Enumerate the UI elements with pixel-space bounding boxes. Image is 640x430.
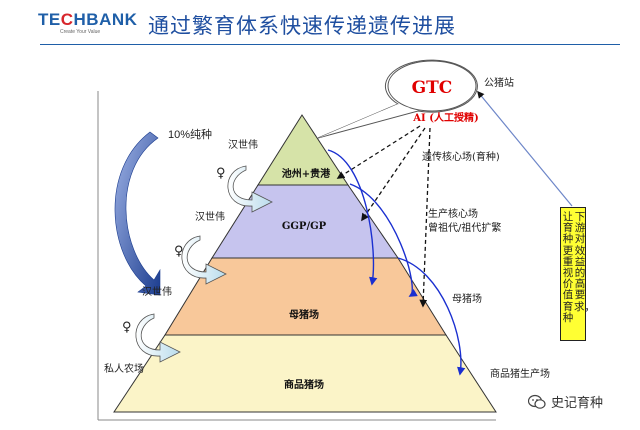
logo-text-post: HBANK — [73, 10, 138, 29]
curl-arrow-1 — [227, 165, 273, 213]
pyramid-label-sow: 母猪场 — [289, 308, 319, 321]
techbank-logo: TECHBANK — [38, 10, 137, 30]
blue-arrow-1 — [327, 149, 378, 286]
watermark: 史记育种 — [528, 392, 603, 411]
box-arrow-to-boar-station — [477, 90, 573, 207]
logo-tagline: Create Your Value — [60, 29, 101, 35]
pure-breed-label: 10%纯种 — [168, 129, 213, 141]
logo-text-pre: TE — [38, 10, 61, 29]
sow-farm-label: 母猪场 — [452, 294, 482, 305]
big-blue-curve-arrow — [114, 131, 161, 296]
page-title: 通过繁育体系快速传递遗传进展 — [148, 14, 456, 38]
breed-label-3: 汉世伟 — [142, 287, 172, 298]
pyramid-label-commercial: 商品猪场 — [284, 378, 324, 391]
female-symbol-2: ♀ — [174, 244, 184, 259]
title-rule — [40, 44, 620, 45]
box-column-left: 让育种更重视价值育种 — [562, 211, 574, 324]
ai-arrow-to-ggp — [361, 127, 426, 222]
blue-arrow-2 — [349, 183, 418, 297]
curl-arrow-2 — [181, 235, 227, 285]
curl-arrow-3 — [135, 313, 181, 363]
wechat-icon — [528, 394, 546, 409]
female-symbol-3: ♀ — [122, 320, 132, 335]
logo-text-accent: C — [60, 10, 74, 29]
boar-station-label: 公猪站 — [484, 78, 514, 89]
ai-arrow-to-top — [336, 125, 421, 179]
pyramid-level-commercial — [113, 334, 497, 413]
ai-arrow-to-sow — [419, 127, 431, 308]
gtc-bubble-ellipse — [387, 60, 477, 112]
multiplier-label: 曾祖代/祖代扩繁 — [428, 223, 502, 234]
pyramid-label-ggp: GGP/GP — [282, 221, 327, 232]
downstream-demand-box: 让育种更重视价值育种 下游对效益的高要求， — [560, 207, 595, 341]
commercial-farm-label: 商品猪生产场 — [490, 369, 550, 380]
watermark-text: 史记育种 — [551, 396, 604, 411]
breed-label-2: 汉世伟 — [195, 212, 225, 223]
pyramid-label-top: 池州+贵港 — [282, 167, 331, 180]
private-farm-label: 私人农场 — [104, 364, 144, 375]
production-nucleus-label: 生产核心场 — [428, 209, 478, 220]
ai-label: AI (人工授精) — [412, 111, 478, 124]
breed-label-1: 汉世伟 — [228, 140, 258, 151]
female-symbol-1: ♀ — [216, 166, 226, 181]
gtc-label: GTC — [412, 78, 453, 98]
box-column-right: 下游对效益的高要求， — [574, 211, 595, 313]
blue-arrow-3 — [397, 257, 466, 376]
nucleus-farm-label: 遗传核心场(育种) — [422, 152, 500, 163]
